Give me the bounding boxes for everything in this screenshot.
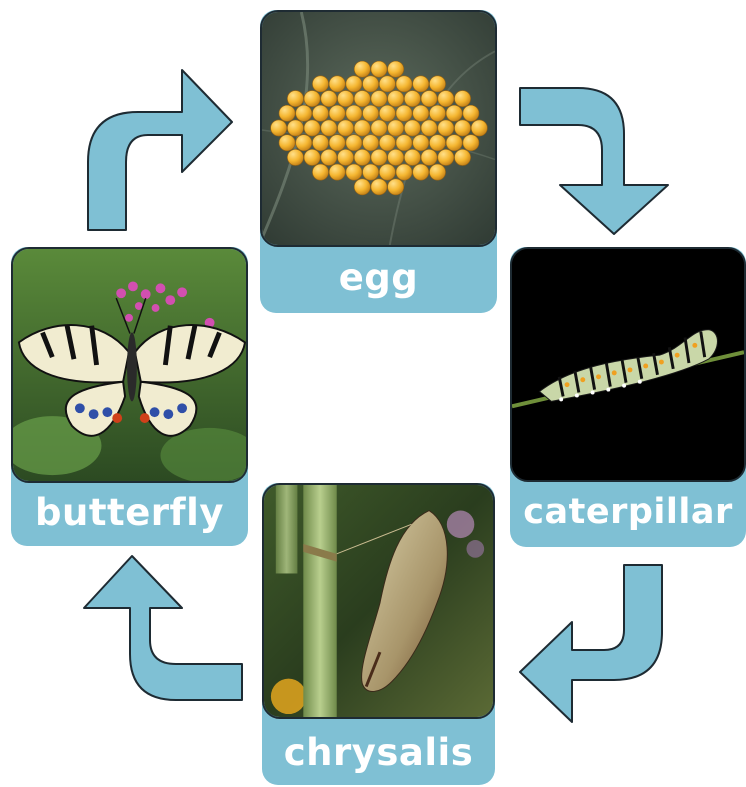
stage-label-egg: egg <box>260 247 497 313</box>
egg <box>446 105 462 121</box>
egg <box>371 120 387 136</box>
egg <box>404 91 420 107</box>
egg <box>338 149 354 165</box>
egg <box>312 164 328 180</box>
stage-card-chrysalis: chrysalis <box>262 483 495 785</box>
egg-photo <box>260 10 497 247</box>
egg <box>312 105 328 121</box>
egg <box>321 91 337 107</box>
egg <box>404 120 420 136</box>
egg <box>413 76 429 92</box>
egg <box>312 135 328 151</box>
egg <box>396 105 412 121</box>
egg <box>413 105 429 121</box>
egg <box>471 120 487 136</box>
butterfly-photo <box>11 247 248 483</box>
egg <box>379 164 395 180</box>
egg <box>438 91 454 107</box>
stage-card-egg: egg <box>260 10 497 313</box>
stage-label-butterfly: butterfly <box>11 483 248 546</box>
egg <box>329 105 345 121</box>
egg <box>296 135 312 151</box>
egg <box>388 91 404 107</box>
egg <box>371 179 387 195</box>
egg <box>413 135 429 151</box>
egg <box>363 164 379 180</box>
egg <box>463 105 479 121</box>
egg <box>371 61 387 77</box>
egg <box>363 76 379 92</box>
egg <box>354 91 370 107</box>
egg <box>396 164 412 180</box>
egg <box>421 149 437 165</box>
egg <box>354 149 370 165</box>
egg <box>304 91 320 107</box>
arrow-egg-to-caterpillar <box>520 88 668 234</box>
egg <box>413 164 429 180</box>
egg <box>388 61 404 77</box>
egg <box>429 135 445 151</box>
arrow-butterfly-to-egg <box>88 70 232 230</box>
egg <box>304 120 320 136</box>
egg <box>379 76 395 92</box>
egg <box>279 135 295 151</box>
egg <box>446 135 462 151</box>
arrow-caterpillar-to-chrysalis <box>520 565 662 722</box>
egg <box>363 135 379 151</box>
stage-label-caterpillar: caterpillar <box>510 482 746 547</box>
egg <box>438 149 454 165</box>
egg <box>287 149 303 165</box>
egg <box>388 149 404 165</box>
egg <box>354 61 370 77</box>
egg <box>321 120 337 136</box>
egg <box>329 164 345 180</box>
caterpillar-photo <box>510 247 746 482</box>
egg <box>379 135 395 151</box>
egg <box>463 135 479 151</box>
egg <box>346 76 362 92</box>
egg <box>338 120 354 136</box>
egg <box>287 120 303 136</box>
egg <box>296 105 312 121</box>
arrow-chrysalis-to-butterfly <box>84 556 242 700</box>
egg <box>371 91 387 107</box>
egg <box>429 105 445 121</box>
egg <box>454 149 470 165</box>
egg <box>338 91 354 107</box>
stage-card-butterfly: butterfly <box>11 247 248 546</box>
egg <box>421 120 437 136</box>
egg <box>379 105 395 121</box>
egg <box>329 76 345 92</box>
egg <box>312 76 328 92</box>
egg <box>404 149 420 165</box>
egg <box>354 120 370 136</box>
egg <box>363 105 379 121</box>
egg <box>346 164 362 180</box>
egg <box>346 135 362 151</box>
egg <box>454 91 470 107</box>
stage-card-caterpillar: caterpillar <box>510 247 746 547</box>
egg <box>371 149 387 165</box>
egg <box>388 120 404 136</box>
egg <box>279 105 295 121</box>
egg <box>271 120 287 136</box>
egg <box>438 120 454 136</box>
egg <box>454 120 470 136</box>
stage-label-chrysalis: chrysalis <box>262 719 495 785</box>
egg <box>287 91 303 107</box>
egg <box>329 135 345 151</box>
egg <box>396 135 412 151</box>
egg <box>429 76 445 92</box>
egg <box>396 76 412 92</box>
egg <box>346 105 362 121</box>
egg <box>421 91 437 107</box>
egg <box>388 179 404 195</box>
egg <box>304 149 320 165</box>
chrysalis-photo <box>262 483 495 719</box>
egg <box>321 149 337 165</box>
egg <box>429 164 445 180</box>
egg <box>354 179 370 195</box>
